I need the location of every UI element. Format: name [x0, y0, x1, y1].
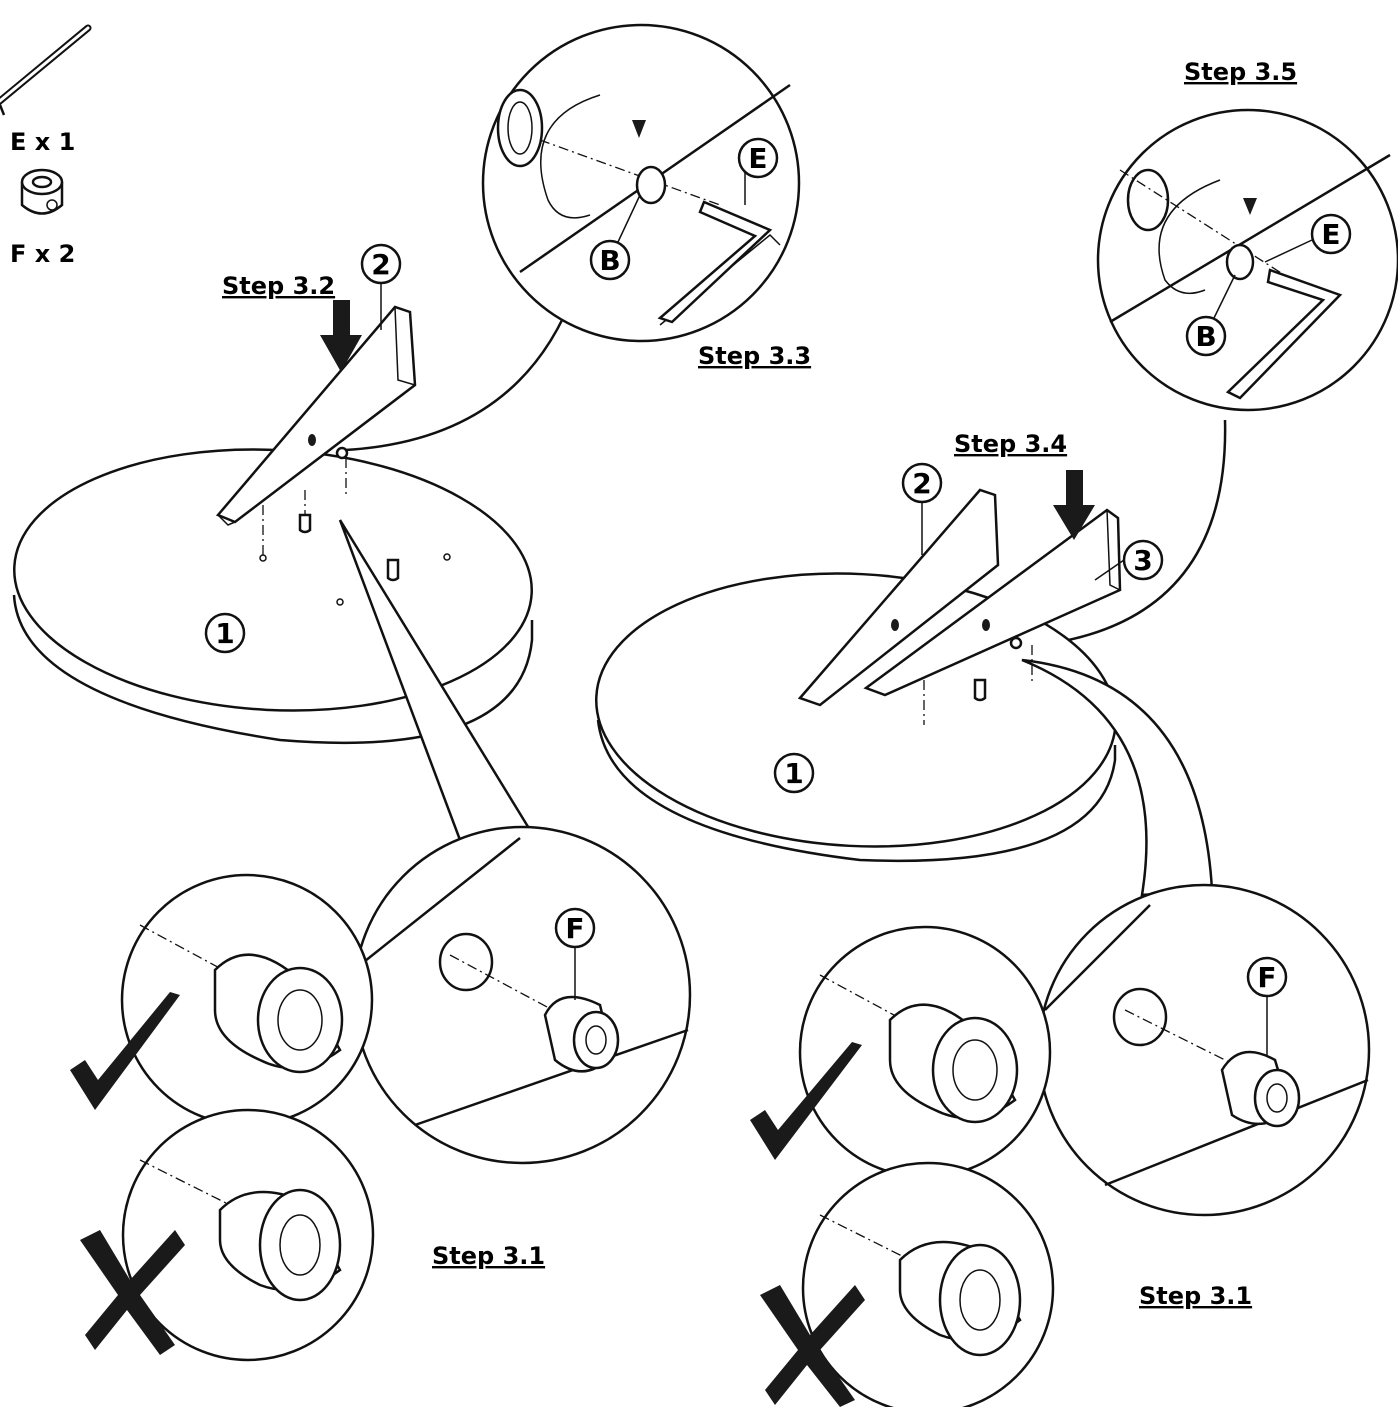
svg-text:2: 2 [912, 467, 931, 500]
left-incorrect-orientation [80, 1108, 375, 1362]
screw-label-b: B [599, 244, 620, 277]
left-correct-orientation [70, 873, 374, 1127]
right-step-3-5: Step 3.5 [1184, 58, 1297, 86]
svg-text:2: 2 [371, 248, 390, 281]
left-tabletop-label-1: 1 [204, 612, 246, 654]
right-step-3-4: Step 3.4 [954, 430, 1067, 458]
svg-text:3: 3 [1133, 544, 1152, 577]
right-leg-2 [797, 488, 1000, 707]
left-leg-2 [215, 305, 417, 582]
right-tabletop-label-1: 1 [773, 752, 815, 794]
svg-text:E: E [1321, 218, 1340, 251]
right-leg-label-2: 2 [901, 462, 943, 555]
barrel-nut-quantity: F x 2 [10, 240, 75, 268]
svg-text:1: 1 [784, 757, 803, 790]
right-step-3-1: Step 3.1 [1139, 1282, 1252, 1310]
left-callout-step-3-3: E B [344, 23, 801, 452]
left-step-3-3: Step 3.3 [698, 342, 811, 370]
left-leg-label-2: 2 [360, 243, 402, 330]
svg-text:1: 1 [215, 617, 234, 650]
svg-text:B: B [1195, 320, 1216, 353]
right-correct-orientation [750, 925, 1052, 1179]
left-callout-step-3-1: F [338, 519, 692, 1165]
allen-key-quantity: E x 1 [10, 128, 75, 156]
left-push-arrow [320, 300, 362, 372]
svg-text:F: F [1257, 961, 1276, 994]
right-incorrect-orientation [760, 1161, 1055, 1407]
left-step-3-2: Step 3.2 [222, 272, 335, 300]
allen-key-part-icon [0, 24, 92, 116]
right-leg-label-3: 3 [1094, 539, 1164, 581]
key-label-e: E [748, 142, 767, 175]
right-callout-step-3-1: F [1021, 658, 1371, 1217]
nut-label-f: F [565, 912, 584, 945]
left-step-3-1: Step 3.1 [432, 1242, 545, 1270]
right-push-arrow [1053, 470, 1095, 540]
barrel-nut-part-icon [20, 168, 64, 215]
right-leg-3 [863, 508, 1122, 725]
